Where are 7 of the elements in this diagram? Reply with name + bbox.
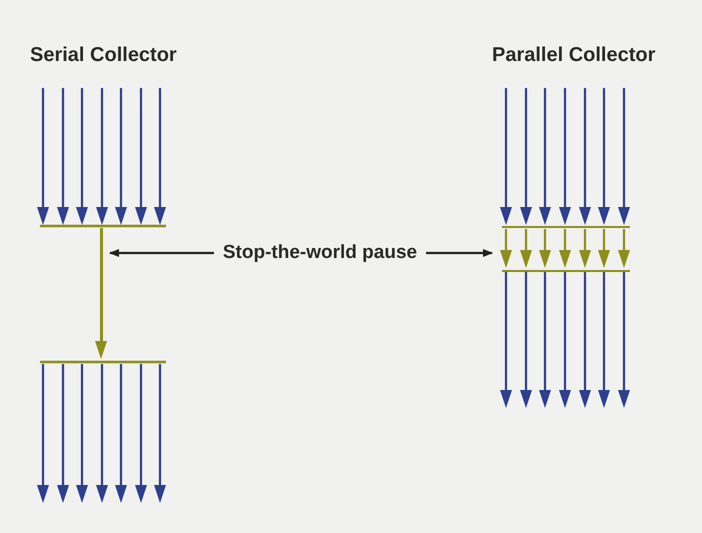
pause-line bbox=[100, 228, 103, 341]
pause-band bbox=[502, 226, 630, 272]
collector-title: Parallel Collector bbox=[492, 43, 656, 68]
pause-label: Stop-the-world pause bbox=[222, 240, 418, 265]
collector-title: Serial Collector bbox=[30, 43, 177, 68]
arrow bbox=[109, 249, 214, 257]
arrow bbox=[426, 249, 493, 257]
